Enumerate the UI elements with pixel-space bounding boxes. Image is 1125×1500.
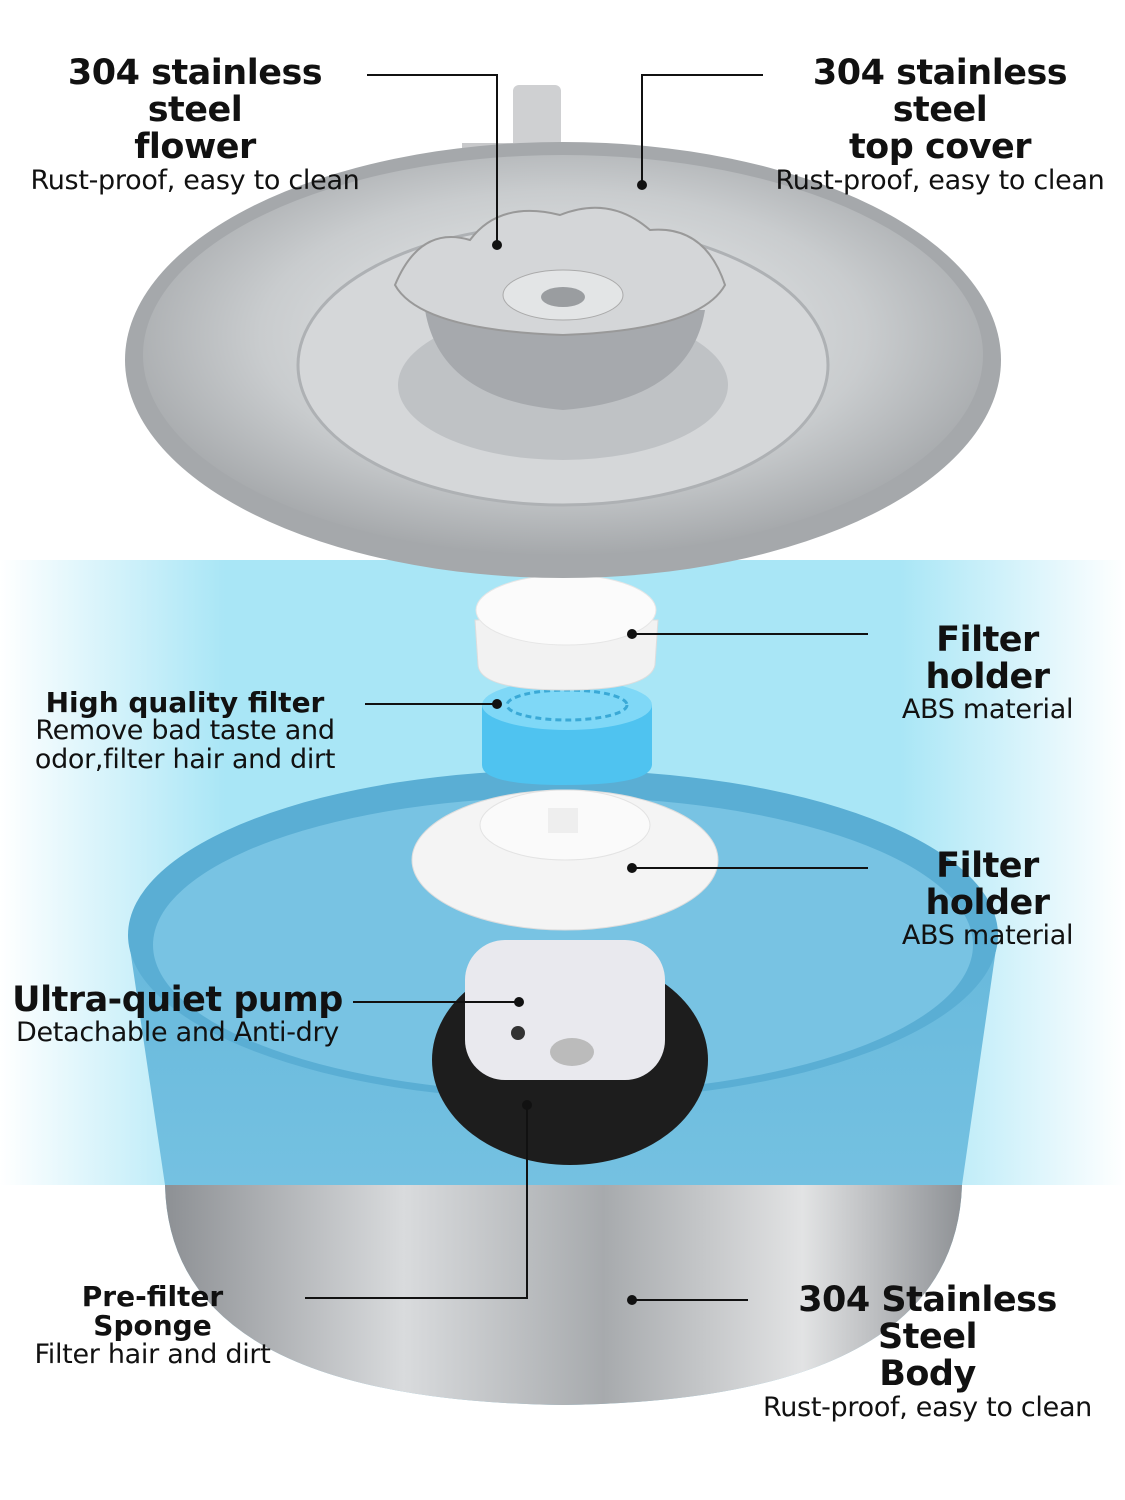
label-subtitle: ABS material xyxy=(901,693,1074,725)
label-subtitle: Rust-proof, easy to clean xyxy=(30,165,360,197)
label-title: top cover xyxy=(848,126,1032,167)
label-title: Filter holder xyxy=(925,620,1050,697)
label-title: 304 Stainless Steel xyxy=(798,1280,1057,1357)
label-title: High quality filter xyxy=(45,686,325,719)
label-filter: High quality filter Remove bad taste and… xyxy=(20,688,350,774)
label-filter-holder-lower: Filter holder ABS material xyxy=(875,848,1100,950)
pointer-dots xyxy=(492,180,647,1305)
label-subtitle: Rust-proof, easy to clean xyxy=(775,165,1105,197)
label-subtitle: Rust-proof, easy to clean xyxy=(763,1392,1092,1424)
label-top-cover: 304 stainless steel top cover Rust-proof… xyxy=(765,55,1115,196)
label-subtitle: ABS material xyxy=(901,919,1074,951)
label-title: 304 stainless steel xyxy=(812,53,1068,130)
steel-flower xyxy=(393,206,727,410)
leader-lines xyxy=(305,74,868,1301)
label-title: Ultra-quiet pump xyxy=(12,980,343,1020)
label-title: Pre-filter Sponge xyxy=(81,1280,224,1343)
label-title: flower xyxy=(134,126,256,167)
label-title: 304 stainless steel xyxy=(67,53,323,130)
steel-body xyxy=(128,770,998,1405)
label-title: Body xyxy=(879,1353,976,1394)
label-subtitle: Remove bad taste and xyxy=(35,715,335,747)
label-title: Filter holder xyxy=(925,846,1050,923)
upper-filter-holder xyxy=(474,574,659,691)
label-subtitle: Detachable and Anti-dry xyxy=(16,1016,339,1048)
label-pump: Ultra-quiet pump Detachable and Anti-dry xyxy=(5,982,350,1047)
label-filter-holder-upper: Filter holder ABS material xyxy=(875,622,1100,724)
label-sponge: Pre-filter Sponge Filter hair and dirt xyxy=(20,1282,285,1369)
lower-filter-holder xyxy=(411,789,719,931)
label-subtitle: Filter hair and dirt xyxy=(34,1338,271,1370)
label-subtitle: odor,filter hair and dirt xyxy=(34,743,336,775)
blue-filter xyxy=(482,680,652,785)
label-body: 304 Stainless Steel Body Rust-proof, eas… xyxy=(745,1282,1110,1423)
label-flower: 304 stainless steel flower Rust-proof, e… xyxy=(20,55,370,196)
pump-and-sponge xyxy=(432,940,708,1165)
